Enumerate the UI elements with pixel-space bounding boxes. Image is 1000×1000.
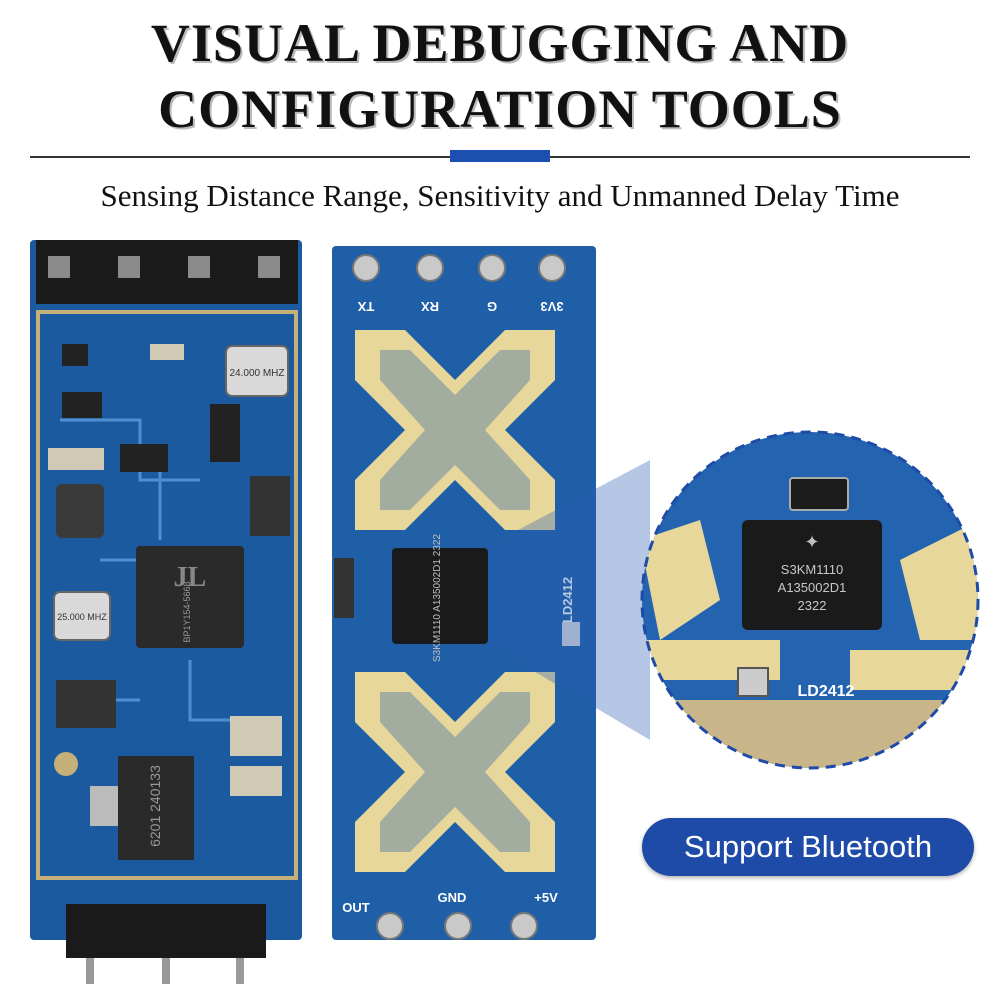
regulator-label: 6201 240133	[147, 765, 163, 847]
zoom-model-label: LD2412	[798, 683, 855, 700]
board-model-label: LD2412	[560, 577, 575, 623]
pin-pads-top: TX RX G 3V3	[352, 254, 566, 314]
pin-label-3v3: 3V3	[540, 299, 563, 314]
pin-label-rx: RX	[421, 299, 439, 314]
wifi-ble-chip: JL BP1Y154-5668	[136, 546, 244, 648]
right-board: TX RX G 3V3 S3KM1110 A135002D1 2322 LD24…	[332, 246, 596, 940]
page-title-line2: CONFIGURATION TOOLS	[158, 79, 842, 139]
crystal-top-label: 24.000 MHZ	[229, 368, 284, 379]
main-chip-label: BP1Y154-5668	[182, 581, 192, 642]
pin-pads-bottom: OUT GND +5V	[342, 890, 558, 940]
page-title-line1: VISUAL DEBUGGING AND	[150, 13, 850, 73]
svg-text:✦: ✦	[804, 532, 819, 552]
pin-label-gnd: GND	[438, 890, 467, 905]
header-pins-top	[36, 240, 298, 304]
left-board: 24.000 MHZ JL BP1Y154-5668 25.000 MHZ	[30, 240, 302, 984]
pin-label-out: OUT	[342, 900, 370, 915]
zoom-chip-line3: 2322	[798, 598, 827, 613]
pin-label-5v: +5V	[534, 890, 558, 905]
zoom-chip-line2: A135002D1	[778, 580, 847, 595]
subtitle: Sensing Distance Range, Sensitivity and …	[100, 178, 900, 213]
crystal-oscillator-top: 24.000 MHZ	[225, 345, 289, 397]
pin-label-g: G	[487, 299, 497, 314]
crystal-bottom-label: 25.000 MHZ	[57, 612, 107, 622]
antenna-array-top	[355, 330, 555, 530]
crystal-oscillator-bottom: 25.000 MHZ	[53, 591, 111, 641]
header-pins-bottom	[66, 904, 266, 984]
bluetooth-badge: Support Bluetooth	[642, 818, 974, 876]
svg-text:JL: JL	[174, 562, 207, 593]
antenna-array-bottom	[355, 672, 555, 872]
voltage-regulator: 6201 240133	[90, 756, 194, 860]
radar-chip: S3KM1110 A135002D1 2322	[392, 534, 488, 663]
zoom-chip-line1: S3KM1110	[781, 562, 843, 577]
radar-chip-label: S3KM1110 A135002D1 2322	[432, 534, 443, 663]
pin-label-tx: TX	[357, 299, 374, 314]
divider-accent	[450, 150, 550, 162]
